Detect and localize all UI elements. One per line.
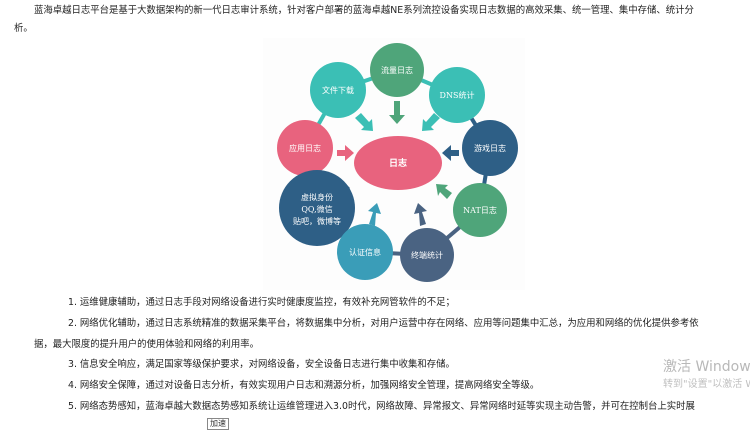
node-label: 认证信息: [349, 247, 381, 257]
node-label: QQ,微信: [301, 204, 332, 214]
node-label: DNS统计: [440, 90, 475, 100]
center-node: [354, 136, 442, 190]
center-label: 日志: [389, 157, 407, 169]
list-item: 4. 网络安全保障，通过对设备日志分析，有效实现用户日志和溯源分析，加强网络安全…: [68, 380, 540, 392]
list-item-continuation: 据，最大限度的提升用户的使用体验和网络的利用率。: [34, 338, 260, 350]
intro-paragraph-line: 析。: [14, 23, 33, 34]
node-label: 应用日志: [289, 143, 321, 153]
list-item: 2. 网络优化辅助，通过日志系统精准的数据采集平台，将数据集中分析，对用户运营中…: [68, 317, 699, 329]
node-label: 文件下载: [322, 85, 354, 95]
node-label: 流量日志: [381, 65, 413, 75]
list-item: 5. 网络态势感知，蓝海卓越大数据态势感知系统让运维管理进入3.0时代，网络故障…: [68, 400, 695, 412]
list-item: 1. 运维健康辅助，通过日志手段对网络设备进行实时健康度监控，有效补充网管软件的…: [68, 297, 455, 308]
activation-watermark-subtitle: 转到"设置"以激活 W: [663, 379, 750, 390]
node-label: 终端统计: [411, 250, 443, 260]
node-label: 游戏日志: [474, 143, 506, 153]
tooltip: 加速: [207, 417, 229, 430]
node-label: 虚拟身份: [301, 192, 333, 202]
intro-paragraph-line: 蓝海卓越日志平台是基于大数据架构的新一代日志审计系统，针对客户部署的蓝海卓越NE…: [34, 5, 694, 16]
node-label: NAT日志: [463, 205, 497, 215]
log-platform-diagram: 日志 流量日志 文件下载 DNS统计 应用日志 游戏日志 虚拟身份 QQ,微信 …: [263, 38, 525, 290]
list-item: 3. 信息安全响应，满足国家等级保护要求，对网络设备，安全设备日志进行集中收集和…: [68, 359, 455, 371]
activation-watermark-title: 激活 Windows: [663, 359, 750, 375]
node-label: 贴吧，微博等: [293, 216, 341, 226]
